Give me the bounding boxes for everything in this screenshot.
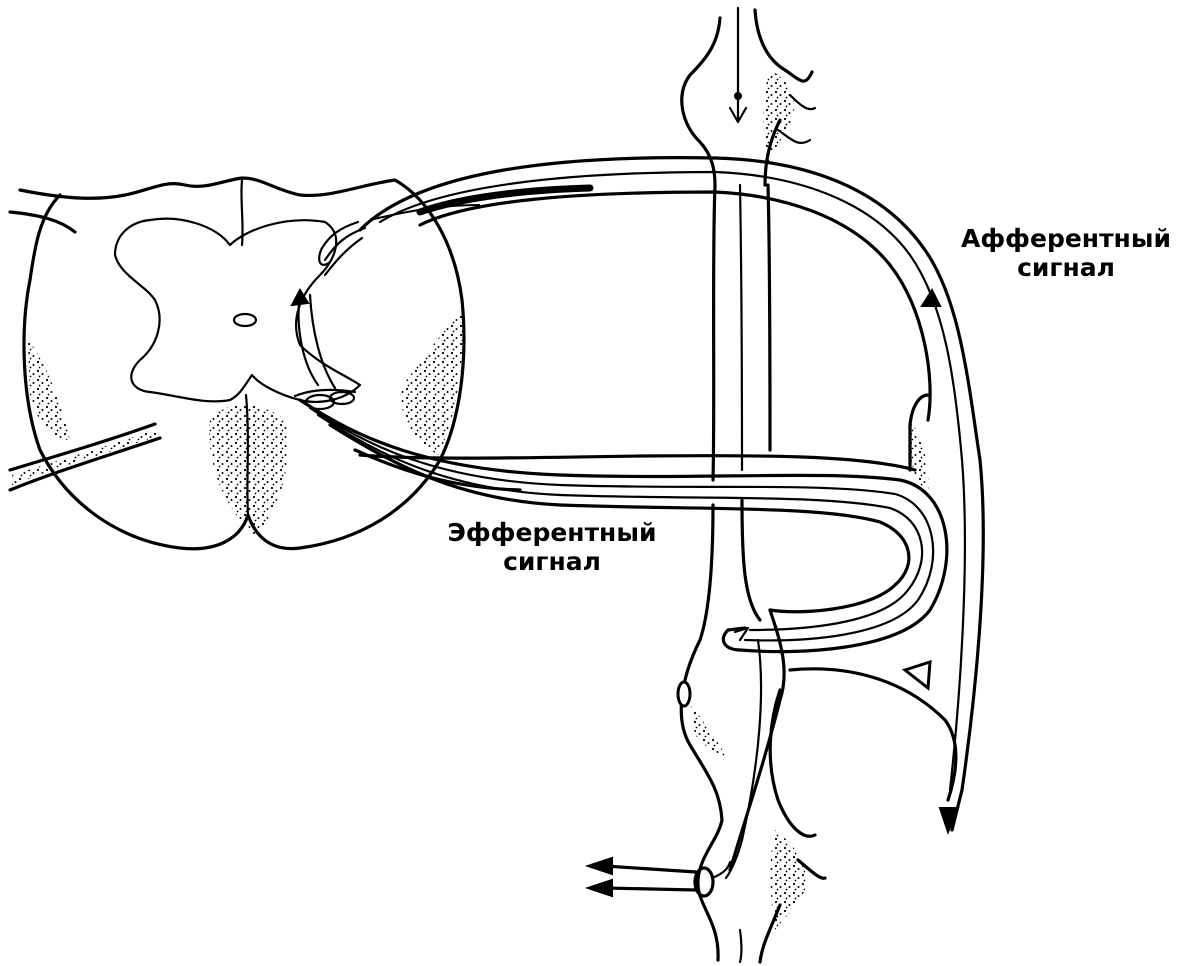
afferent-pathway bbox=[290, 156, 985, 835]
nerve-trunk bbox=[676, 6, 827, 964]
efferent-label-line1: Эфферентный bbox=[447, 518, 657, 547]
central-canal bbox=[232, 312, 258, 328]
spinal-cord-outline bbox=[18, 176, 466, 551]
afferent-signal-label: Афферентный сигнал bbox=[946, 224, 1186, 283]
afferent-label-line1: Афферентный bbox=[961, 224, 1171, 253]
spinal-cord-section bbox=[8, 176, 466, 551]
efferent-pathway bbox=[293, 388, 958, 898]
efferent-label-line2: сигнал bbox=[503, 546, 601, 576]
dorsal-column-shading bbox=[209, 405, 289, 535]
afferent-label-line2: сигнал bbox=[1017, 252, 1115, 282]
efferent-signal-label: Эфферентный сигнал bbox=[432, 518, 672, 577]
grey-matter bbox=[113, 217, 362, 403]
